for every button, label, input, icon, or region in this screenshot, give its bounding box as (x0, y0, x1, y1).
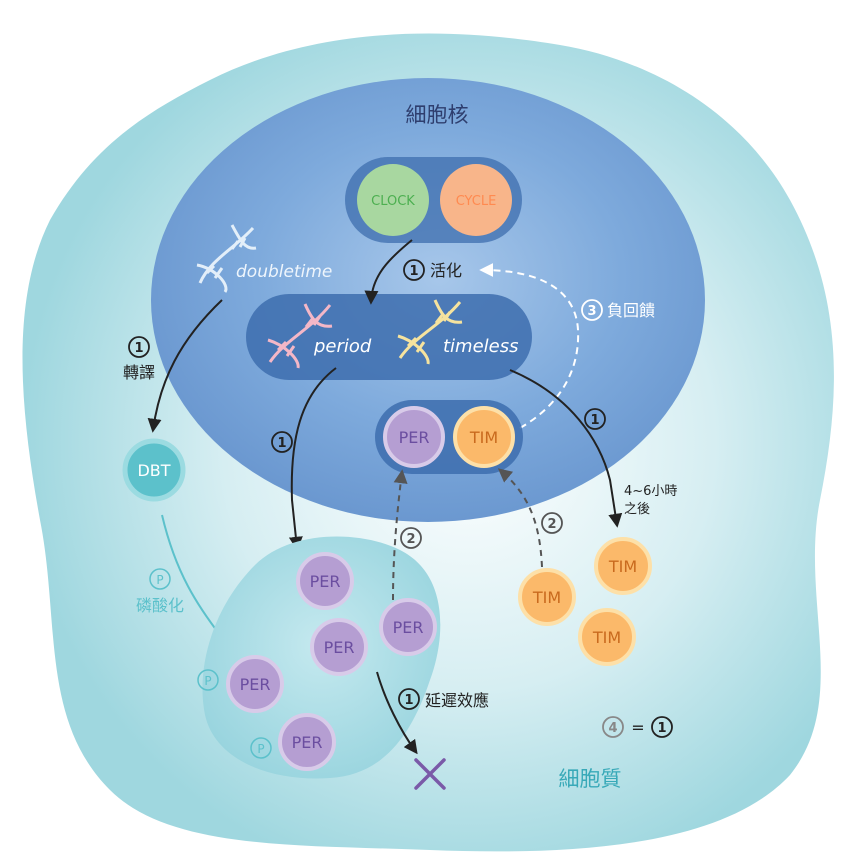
activation-label: 活化 (430, 261, 462, 280)
timeless-dna-icon (397, 299, 463, 365)
per-protein-2 (310, 618, 368, 676)
complex-per-label: PER (399, 428, 430, 447)
phosphorylation-label: 磷酸化 (136, 596, 184, 615)
dbt-protein (122, 438, 186, 502)
feedback-number-badge (581, 299, 603, 321)
equation-equals: = (631, 718, 644, 737)
per-protein-1 (296, 552, 354, 610)
delay-hours-label: 4~6小時 (624, 484, 677, 499)
period-translation-arrow (288, 367, 337, 551)
period-gene-label: period (313, 336, 372, 357)
timeless-gene-label: timeless (443, 336, 519, 357)
delay-after-label: 之後 (624, 502, 650, 517)
p-marker-label-2: P (257, 742, 264, 756)
complex-tim-protein (453, 406, 515, 468)
period-dna-icon (267, 303, 333, 369)
period-step-badge (271, 431, 293, 453)
complex-per-protein (383, 406, 445, 468)
equation-left-number: 4 (608, 721, 617, 736)
tim-import-arrow (497, 468, 543, 568)
per-label-5: PER (292, 733, 323, 752)
delay-effect-label: 延遲效應 (425, 691, 489, 710)
translation-arrow (147, 299, 223, 433)
per-label-1: PER (310, 572, 341, 591)
gene-bar (246, 294, 532, 380)
per-protein-5 (278, 713, 336, 771)
feedback-label: 負回饋 (607, 301, 655, 320)
clock-label: CLOCK (371, 194, 415, 209)
tim-protein-1 (594, 537, 652, 595)
feedback-number: 3 (587, 304, 596, 319)
equation-left-badge (602, 716, 624, 738)
nucleus-label: 細胞核 (406, 103, 469, 127)
per-protein-3 (379, 598, 437, 656)
equation-right-badge (651, 716, 673, 738)
tim-label-2: TIM (532, 588, 561, 607)
p-marker-icon-2 (250, 737, 272, 759)
degradation-x-icon (414, 758, 446, 790)
degradation-arrow (376, 671, 418, 755)
tim-label-3: TIM (592, 628, 621, 647)
per-label-3: PER (393, 618, 424, 637)
period-step-number: 1 (277, 436, 286, 451)
tim-label-1: TIM (608, 557, 637, 576)
phosphorylation-p-icon (149, 568, 171, 590)
activation-number-badge (403, 259, 425, 281)
tim-import-number: 2 (547, 517, 556, 532)
per-import-arrow (392, 469, 408, 601)
tim-protein-2 (518, 568, 576, 626)
activation-number: 1 (409, 264, 418, 279)
cycle-protein (440, 164, 512, 236)
timeless-step-number: 1 (590, 413, 599, 428)
doubletime-dna-icon (196, 224, 257, 293)
delay-effect-badge (398, 688, 420, 710)
cytoplasm-label: 細胞質 (559, 767, 622, 791)
doubletime-gene-label: doubletime (236, 262, 332, 282)
per-import-number: 2 (406, 532, 415, 547)
tim-import-badge (541, 512, 563, 534)
tim-protein-3 (578, 608, 636, 666)
complex-tim-label: TIM (469, 428, 498, 447)
activation-arrow (364, 239, 413, 305)
p-marker-icon-1 (197, 669, 219, 691)
per-label-2: PER (324, 638, 355, 657)
translation-number-badge (128, 336, 150, 358)
timeless-translation-arrow (509, 369, 623, 528)
p-marker-label-1: P (204, 674, 211, 688)
equation-right-number: 1 (657, 721, 666, 736)
per-protein-4 (226, 655, 284, 713)
delay-effect-number: 1 (404, 693, 413, 708)
per-label-4: PER (240, 675, 271, 694)
timeless-step-badge (584, 408, 606, 430)
translation-label: 轉譯 (123, 363, 155, 382)
phosphorylation-p-label: P (156, 573, 163, 587)
translation-number: 1 (134, 341, 143, 356)
per-import-badge (400, 527, 422, 549)
dbt-label: DBT (137, 461, 170, 480)
clock-protein (357, 164, 429, 236)
negative-feedback-arrow (479, 263, 580, 429)
cycle-label: CYCLE (456, 194, 497, 209)
